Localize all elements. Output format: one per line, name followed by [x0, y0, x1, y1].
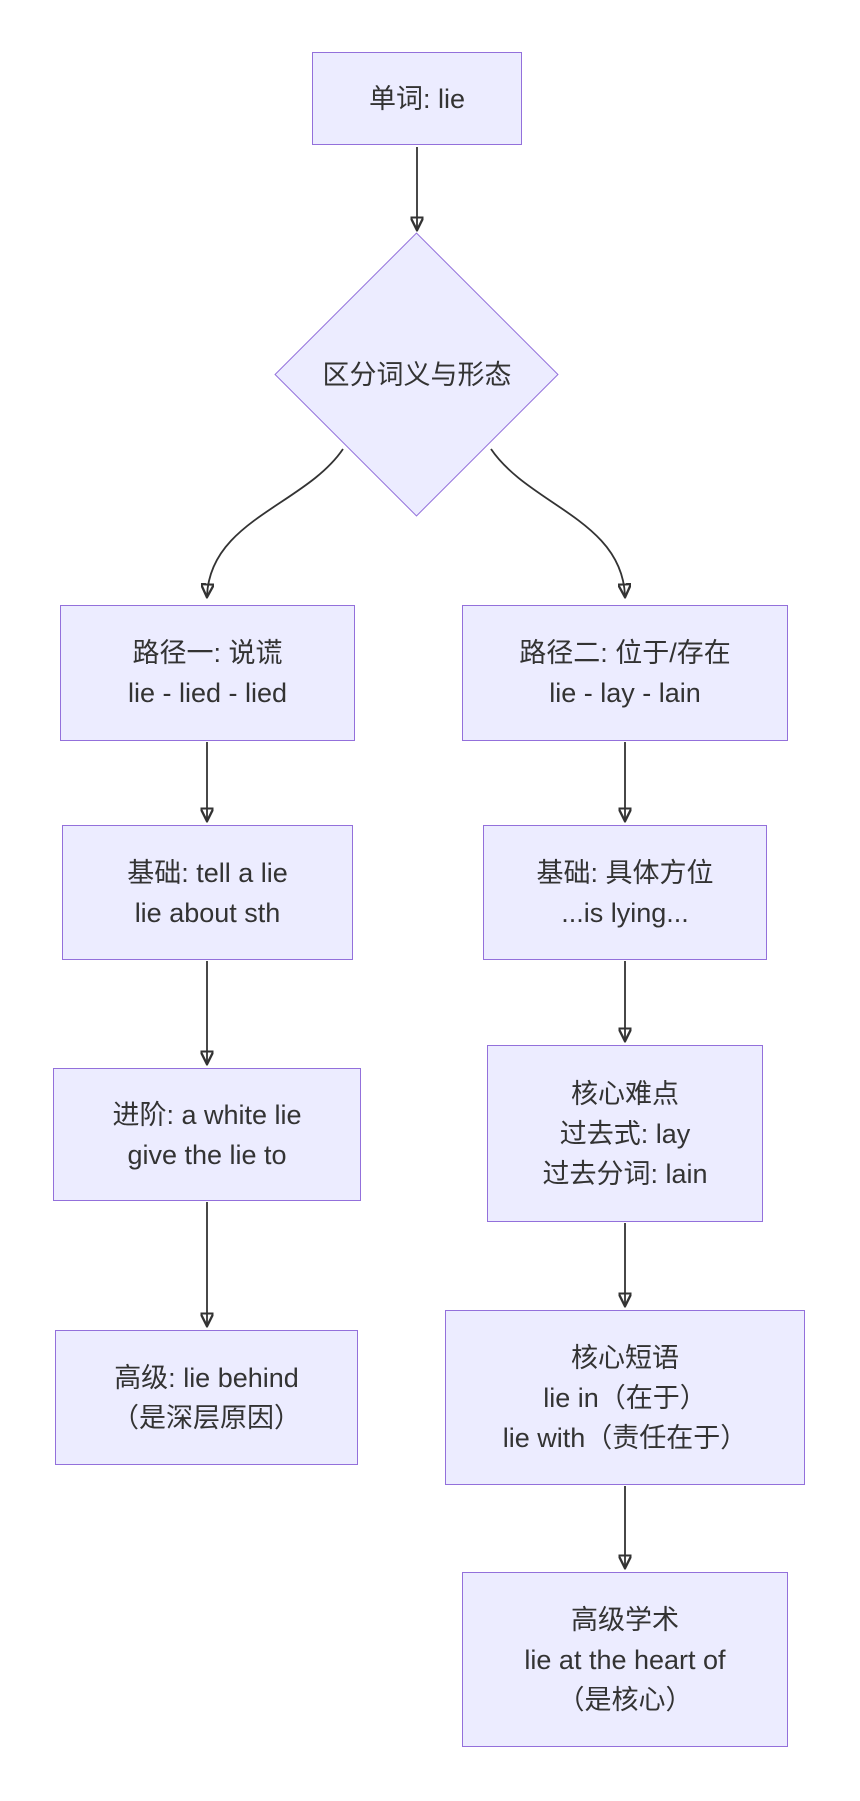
- node-basic2-line1: 基础: 具体方位: [536, 857, 714, 888]
- node-high1-line1: 高级: lie behind: [114, 1362, 299, 1393]
- node-basic1-line2: lie about sth: [134, 897, 281, 928]
- node-academic-line1: 高级学术: [571, 1604, 679, 1635]
- node-core2: 核心短语 lie in（在于） lie with（责任在于）: [445, 1310, 805, 1485]
- node-academic-line3: （是核心）: [557, 1684, 693, 1715]
- node-word-label: 单词: lie: [368, 83, 466, 114]
- node-path1-line2: lie - lied - lied: [127, 678, 288, 708]
- node-decision: 区分词义与形态: [275, 233, 559, 517]
- node-high1: 高级: lie behind （是深层原因）: [55, 1330, 358, 1465]
- node-core2-line1: 核心短语: [571, 1342, 679, 1373]
- node-path2-line1: 路径二: 位于/存在: [519, 638, 731, 668]
- node-basic2-line2: ...is lying...: [561, 897, 689, 928]
- node-high1-line2: （是深层原因）: [112, 1402, 301, 1433]
- edge-decision-to-path1: [207, 448, 344, 596]
- node-core2-line3: lie with（责任在于）: [502, 1422, 748, 1453]
- node-basic1-line1: 基础: tell a lie: [127, 857, 288, 888]
- node-advanced1: 进阶: a white lie give the lie to: [53, 1068, 361, 1201]
- node-core1: 核心难点 过去式: lay 过去分词: lain: [487, 1045, 763, 1222]
- node-word: 单词: lie: [312, 52, 522, 145]
- node-advanced1-line2: give the lie to: [127, 1139, 287, 1170]
- node-path2-line2: lie - lay - lain: [549, 678, 701, 708]
- node-academic-line2: lie at the heart of: [524, 1644, 726, 1675]
- node-path1: 路径一: 说谎 lie - lied - lied: [60, 605, 355, 741]
- edge-decision-to-path2: [490, 448, 625, 596]
- node-path2: 路径二: 位于/存在 lie - lay - lain: [462, 605, 788, 741]
- node-core1-line1: 核心难点: [571, 1078, 679, 1109]
- node-academic: 高级学术 lie at the heart of （是核心）: [462, 1572, 788, 1747]
- node-basic1: 基础: tell a lie lie about sth: [62, 825, 353, 960]
- node-core1-line3: 过去分词: lain: [542, 1158, 708, 1189]
- node-core2-line2: lie in（在于）: [543, 1382, 707, 1413]
- node-advanced1-line1: 进阶: a white lie: [112, 1099, 302, 1130]
- node-core1-line2: 过去式: lay: [559, 1118, 691, 1149]
- node-path1-line1: 路径一: 说谎: [132, 638, 283, 668]
- node-basic2: 基础: 具体方位 ...is lying...: [483, 825, 767, 960]
- node-decision-label: 区分词义与形态: [322, 360, 512, 390]
